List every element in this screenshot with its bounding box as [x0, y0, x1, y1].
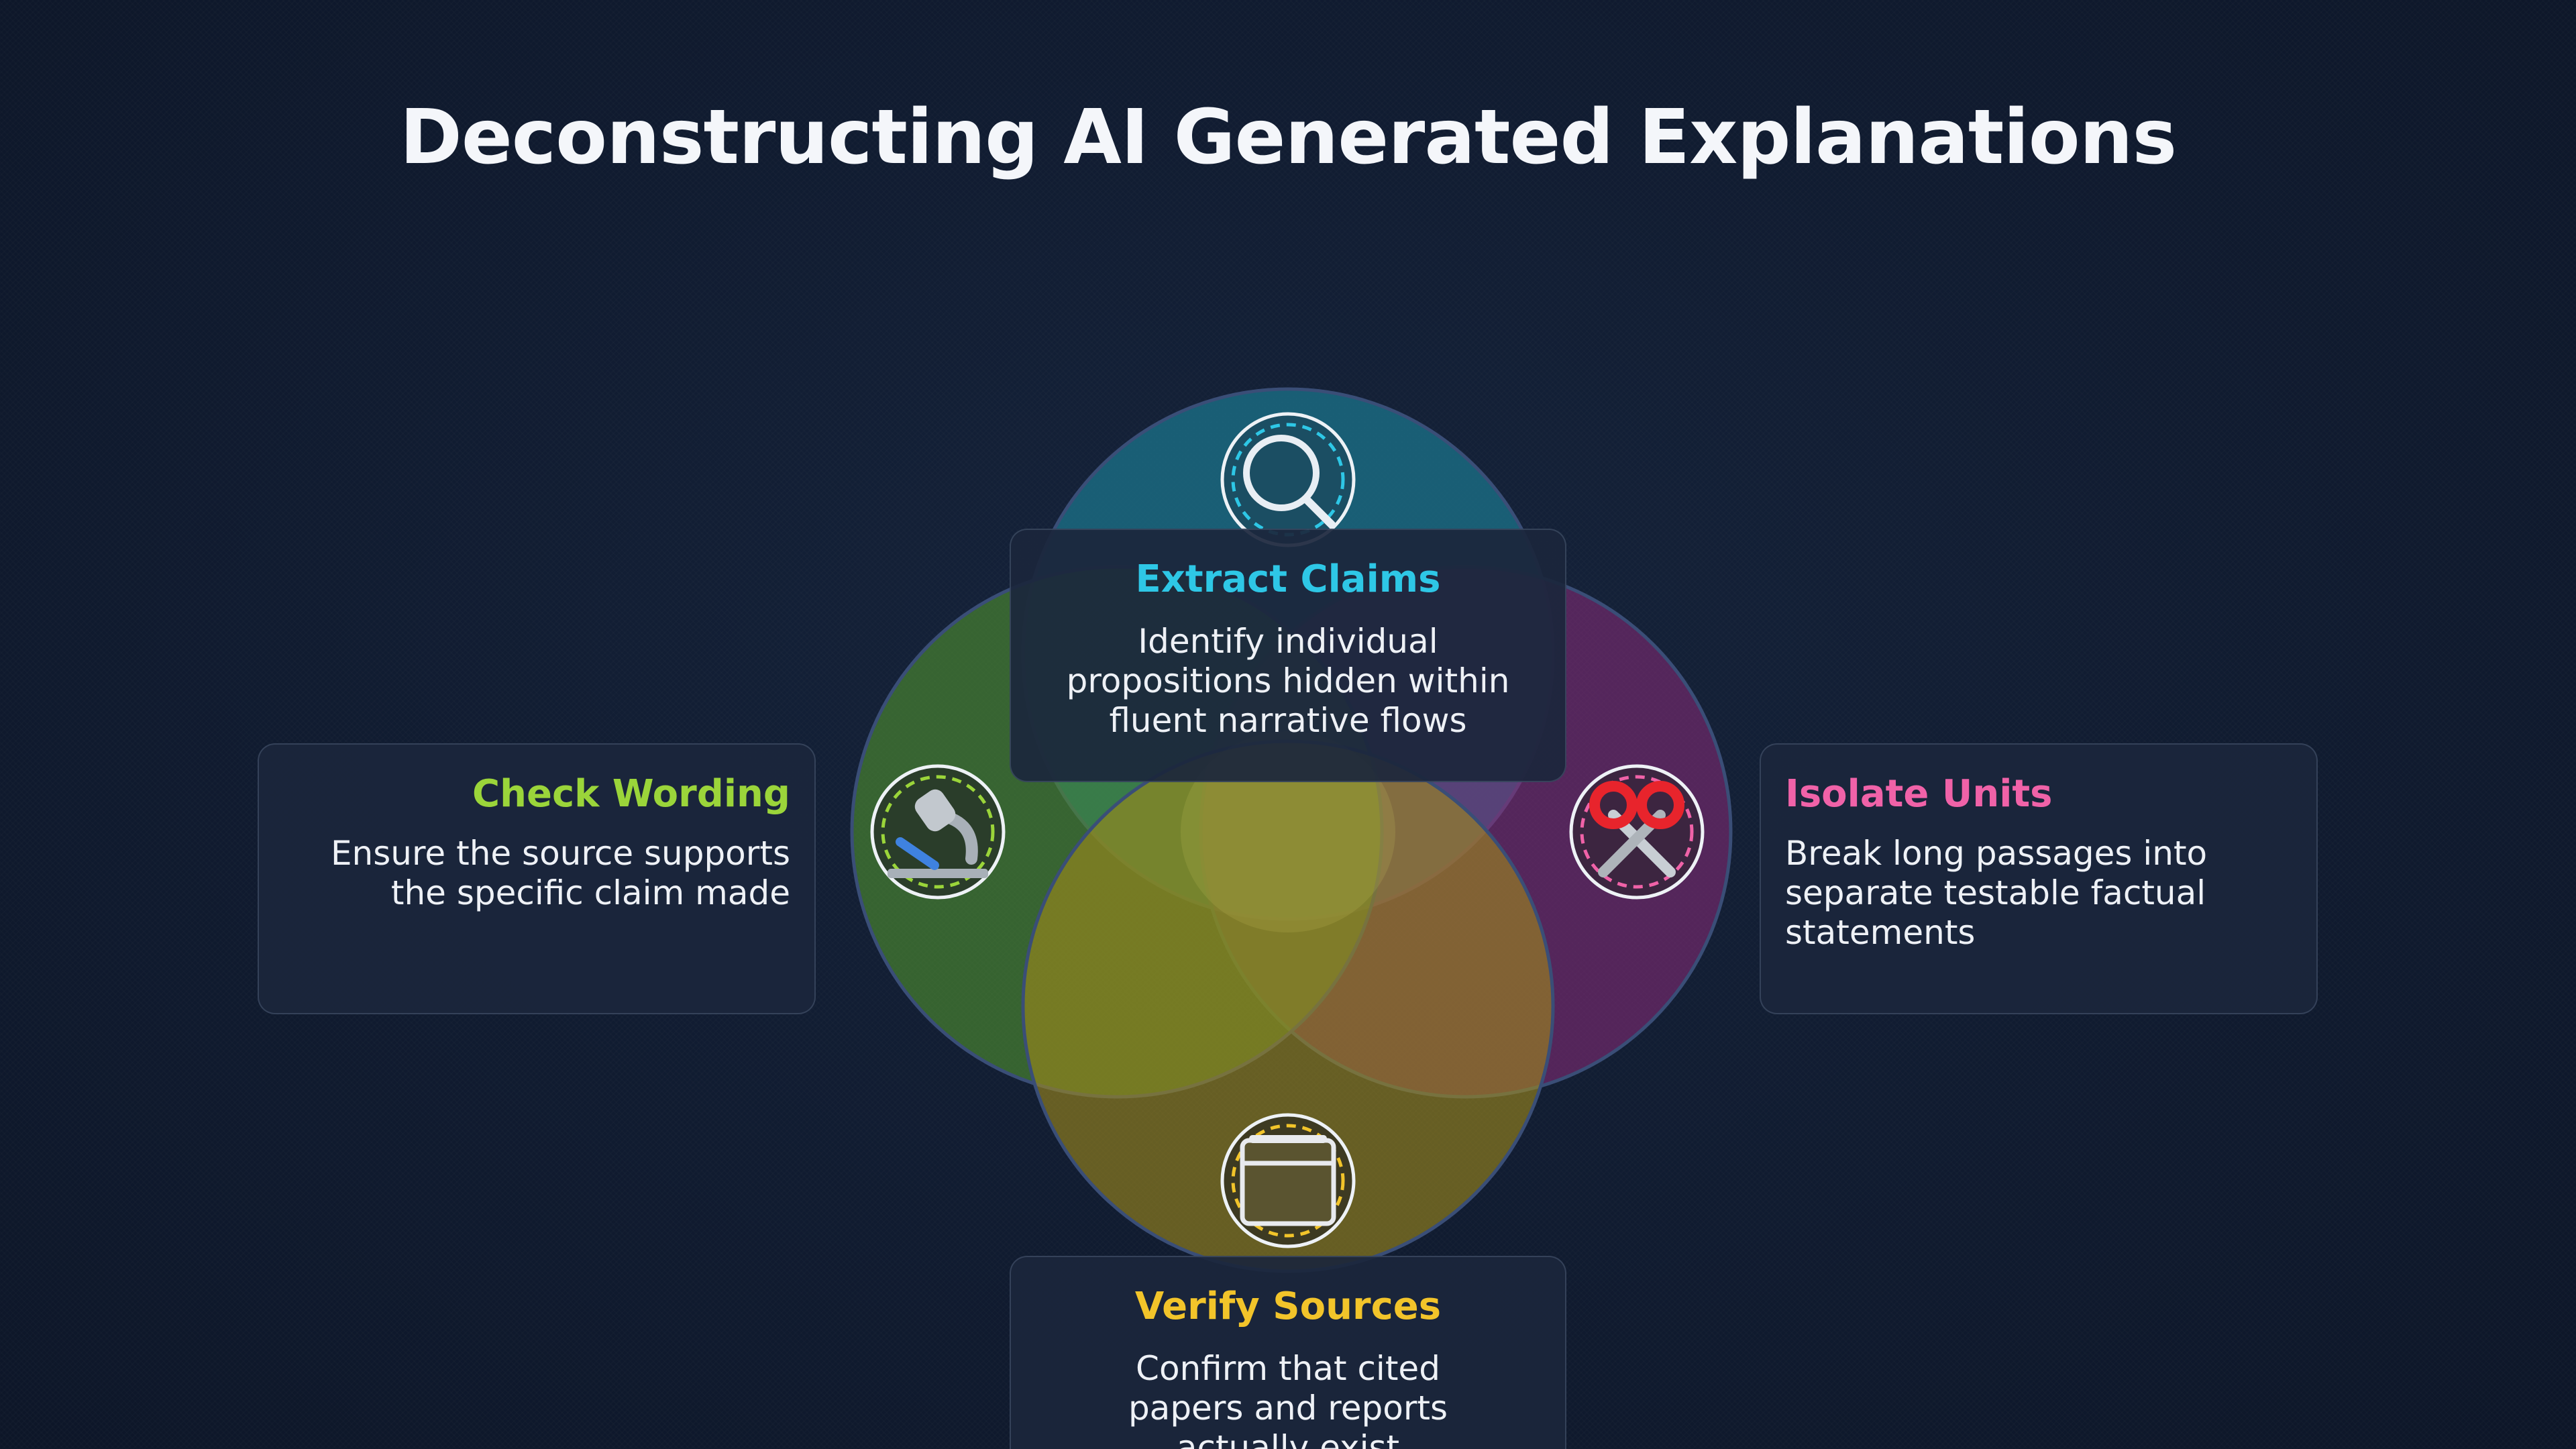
- page-title: Deconstructing AI Generated Explanations: [399, 94, 2177, 181]
- extract-claims-heading: Extract Claims: [1135, 557, 1441, 601]
- scissors-icon: [1569, 764, 1705, 900]
- isolate-units-description: Break long passages into separate testab…: [1785, 834, 2208, 953]
- microscope-icon: [870, 764, 1006, 900]
- verify-sources-description: Confirm that cited papers and reports ac…: [1128, 1349, 1448, 1449]
- magnifier-icon: [1220, 412, 1356, 547]
- isolate-units-heading: Isolate Units: [1785, 772, 2053, 816]
- verify-sources-heading: Verify Sources: [1134, 1285, 1442, 1328]
- card-extract-claims: Extract Claims Identify individual propo…: [1010, 529, 1566, 782]
- extract-claims-description: Identify individual propositions hidden …: [1066, 622, 1510, 741]
- card-check-wording: Check Wording Ensure the source supports…: [258, 743, 816, 1014]
- document-stack-icon: [1220, 1113, 1356, 1248]
- check-wording-heading: Check Wording: [472, 772, 790, 816]
- check-wording-description: Ensure the source supports the specific …: [330, 834, 790, 913]
- card-isolate-units: Isolate Units Break long passages into s…: [1760, 743, 2318, 1014]
- card-verify-sources: Verify Sources Confirm that cited papers…: [1010, 1256, 1566, 1449]
